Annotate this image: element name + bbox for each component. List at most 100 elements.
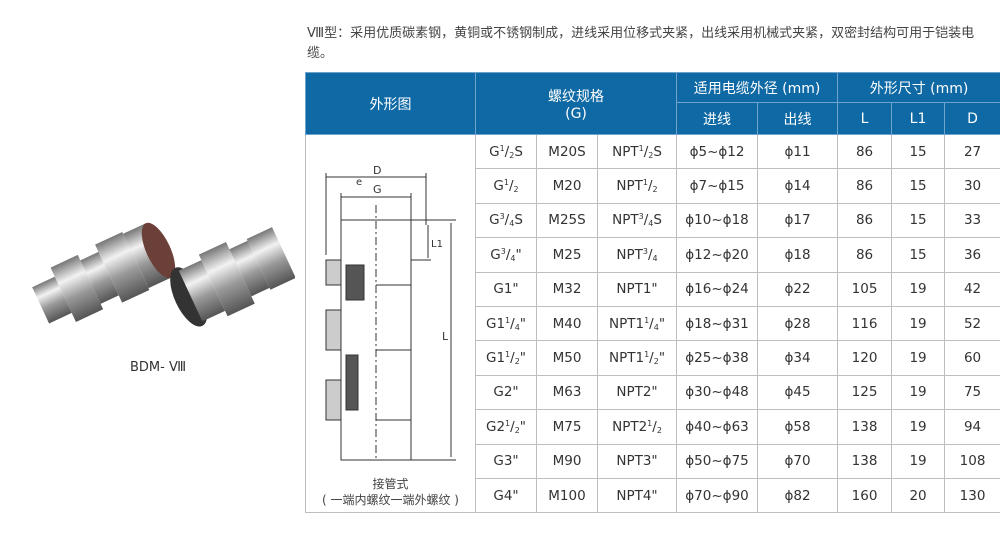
cell-m-thread: M20S bbox=[536, 133, 598, 170]
product-description: Ⅷ型：采用优质碳素钢，黄铜或不锈钢制成，进线采用位移式夹紧，出线采用机械式夹紧，… bbox=[307, 26, 975, 61]
cell-diameter-D: 27 bbox=[944, 133, 1000, 170]
fraction-denominator: 4 bbox=[652, 253, 658, 263]
label-L: L bbox=[442, 330, 449, 343]
cell-inlet-diameter: ϕ40~ϕ63 bbox=[676, 409, 759, 445]
cell-length-L: 138 bbox=[837, 443, 893, 479]
thread-prefix: NPT1 bbox=[608, 350, 645, 367]
cell-length-L: 120 bbox=[837, 340, 893, 376]
thread-suffix: " bbox=[658, 315, 666, 332]
cell-outlet-diameter: ϕ70 bbox=[757, 443, 839, 479]
cell-length-L: 86 bbox=[837, 133, 893, 170]
cell-m-thread: M25S bbox=[536, 202, 598, 239]
fraction-numerator: 1 bbox=[505, 418, 511, 428]
cell-npt-thread: NPT1/2S bbox=[596, 133, 678, 170]
cell-g-thread: G3" bbox=[475, 443, 537, 479]
fraction-denominator: 2 bbox=[656, 425, 662, 435]
caption-type: 接管式 bbox=[372, 477, 409, 492]
cell-outlet-diameter: ϕ58 bbox=[757, 409, 839, 445]
cell-length-L: 86 bbox=[837, 168, 893, 204]
fraction-numerator: 1 bbox=[644, 350, 650, 360]
cell-length-L1: 19 bbox=[891, 305, 946, 342]
cable-gland-photo bbox=[32, 222, 295, 327]
cell-length-L1: 19 bbox=[891, 340, 946, 376]
thread-prefix: NPT bbox=[612, 143, 639, 160]
cell-length-L1: 19 bbox=[891, 374, 946, 411]
cell-inlet-diameter: ϕ18~ϕ31 bbox=[676, 305, 759, 342]
cell-diameter-D: 30 bbox=[944, 168, 1000, 204]
fraction-denominator: 2 bbox=[513, 185, 519, 195]
fraction-denominator: 4 bbox=[653, 322, 659, 332]
cell-length-L1: 15 bbox=[891, 133, 946, 170]
thread-prefix: NPT1 bbox=[608, 315, 645, 332]
cell-diameter-D: 42 bbox=[944, 271, 1000, 307]
fraction-numerator: 3 bbox=[500, 246, 506, 256]
cell-diameter-D: 33 bbox=[944, 202, 1000, 239]
thread-prefix: NPT bbox=[616, 178, 643, 195]
cell-length-L: 105 bbox=[837, 271, 893, 307]
cell-outlet-diameter: ϕ14 bbox=[757, 168, 839, 204]
cell-g-thread: G2" bbox=[475, 374, 537, 411]
cell-length-L1: 15 bbox=[891, 202, 946, 239]
cell-npt-thread: NPT21/2 bbox=[596, 409, 678, 445]
thread-prefix: G bbox=[489, 143, 500, 160]
cell-g-thread: G3/4S bbox=[475, 202, 537, 239]
fraction-denominator: 2 bbox=[648, 150, 654, 160]
cell-npt-thread: NPT11/2" bbox=[596, 340, 678, 376]
cell-npt-thread: NPT11/4" bbox=[596, 305, 678, 342]
fraction-numerator: 1 bbox=[644, 315, 650, 325]
cell-length-L: 125 bbox=[837, 374, 893, 411]
fraction-numerator: 1 bbox=[505, 315, 511, 325]
header-cable: 适用电缆外径 (mm) bbox=[676, 72, 839, 103]
cell-npt-thread: NPT1" bbox=[596, 271, 678, 307]
cell-inlet-diameter: ϕ50~ϕ75 bbox=[676, 443, 759, 479]
cell-g-thread: G3/4" bbox=[475, 237, 537, 273]
cell-length-L1: 20 bbox=[891, 477, 946, 514]
cell-m-thread: M50 bbox=[536, 340, 598, 376]
cell-inlet-diameter: ϕ7~ϕ15 bbox=[676, 168, 759, 204]
cell-g-thread: G1/2S bbox=[475, 133, 537, 170]
cell-inlet-diameter: ϕ12~ϕ20 bbox=[676, 237, 759, 273]
fraction-numerator: 1 bbox=[505, 350, 511, 360]
cell-npt-thread: NPT2" bbox=[596, 374, 678, 411]
cell-length-L1: 15 bbox=[891, 237, 946, 273]
label-L1: L1 bbox=[431, 239, 443, 250]
cell-length-L1: 19 bbox=[891, 409, 946, 445]
fraction-denominator: 2 bbox=[514, 357, 520, 367]
fraction-denominator: 2 bbox=[509, 150, 515, 160]
header-L: L bbox=[837, 102, 893, 135]
cell-length-L: 116 bbox=[837, 305, 893, 342]
product-model: BDM- Ⅷ bbox=[130, 360, 187, 375]
thread-prefix: G bbox=[493, 178, 504, 195]
thread-suffix: S bbox=[514, 212, 523, 229]
spec-table: 外形图 螺纹规格(G) 适用电缆外径 (mm) 外形尺寸 (mm) 进线 出线 … bbox=[305, 72, 1000, 514]
cell-inlet-diameter: ϕ10~ϕ18 bbox=[676, 202, 759, 239]
cell-npt-thread: NPT3/4S bbox=[596, 202, 678, 239]
header-outlet: 出线 bbox=[757, 102, 839, 135]
cell-outlet-diameter: ϕ45 bbox=[757, 374, 839, 411]
fraction-numerator: 3 bbox=[638, 212, 644, 222]
thread-prefix: NPT bbox=[612, 212, 639, 229]
cell-length-L1: 19 bbox=[891, 443, 946, 479]
caption-detail: ( 一端内螺纹一端外螺纹 ) bbox=[322, 493, 459, 508]
fraction-numerator: 1 bbox=[642, 178, 648, 188]
fraction-numerator: 3 bbox=[499, 212, 505, 222]
cell-diameter-D: 60 bbox=[944, 340, 1000, 376]
cell-g-thread: G4" bbox=[475, 477, 537, 514]
fraction-denominator: 4 bbox=[514, 322, 520, 332]
cell-outlet-diameter: ϕ22 bbox=[757, 271, 839, 307]
cell-outlet-diameter: ϕ11 bbox=[757, 133, 839, 170]
thread-prefix: G bbox=[489, 212, 500, 229]
cell-npt-thread: NPT3" bbox=[596, 443, 678, 479]
cell-m-thread: M40 bbox=[536, 305, 598, 342]
cell-outlet-diameter: ϕ18 bbox=[757, 237, 839, 273]
cell-m-thread: M100 bbox=[536, 477, 598, 514]
fraction-denominator: 2 bbox=[653, 357, 659, 367]
fraction-denominator: 4 bbox=[510, 253, 516, 263]
cell-diameter-D: 36 bbox=[944, 237, 1000, 273]
